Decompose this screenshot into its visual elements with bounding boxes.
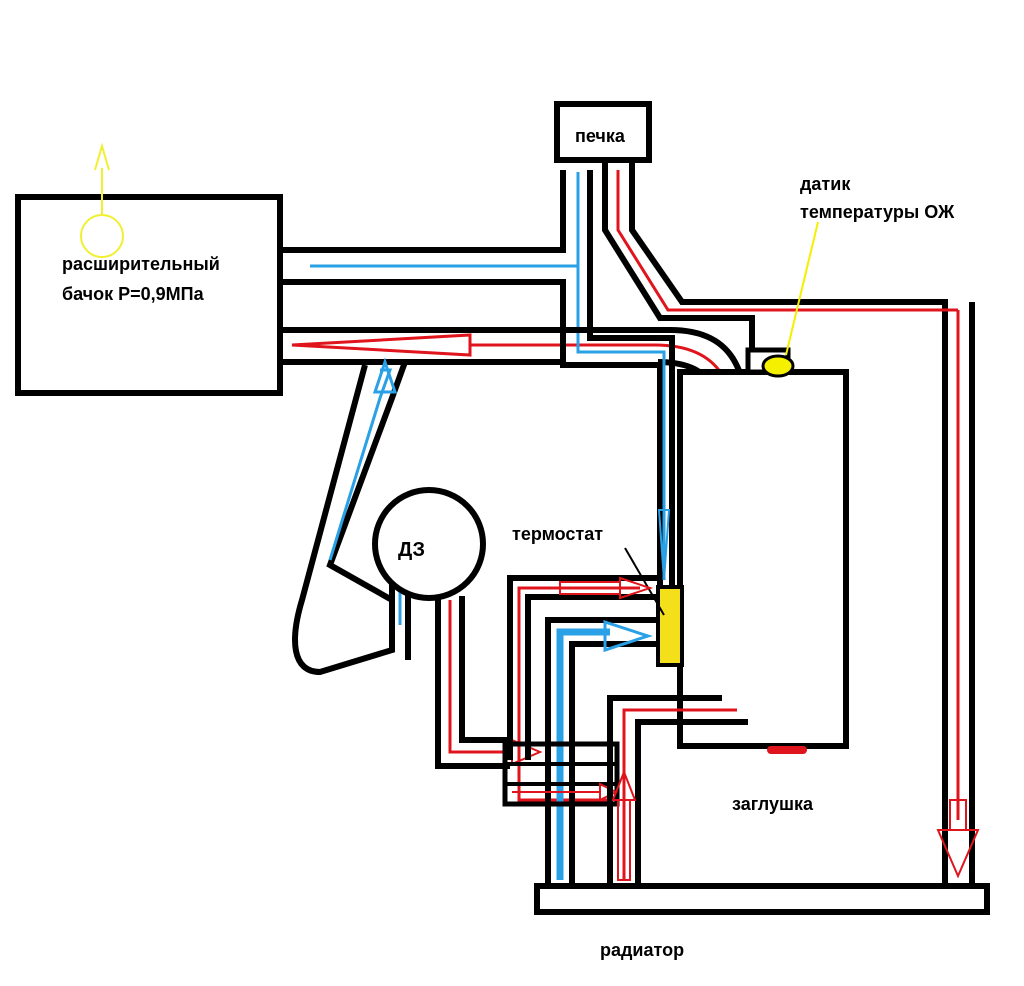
vent-arrow-icon: [80, 142, 124, 258]
engine-to-radiator-pipe: [607, 695, 748, 885]
engine-block: [677, 369, 849, 749]
heater-box: [554, 101, 652, 163]
temperature-sensor: [761, 354, 795, 378]
plug-label: заглушка: [732, 794, 814, 814]
radiator: [534, 883, 990, 915]
thermostat-pointer: [624, 547, 665, 616]
thermostat-hot-loop: [507, 575, 658, 802]
thermostat-label: термостат: [512, 524, 603, 544]
heater-label: печка: [575, 126, 626, 146]
thermostat-cold-feed: [545, 617, 658, 885]
tank-upper-pipe: [280, 170, 580, 340]
manifold: [502, 741, 620, 807]
tank-to-dz-loop: [292, 357, 410, 676]
dz-to-manifold-pipe: [435, 596, 543, 769]
dz-label: ДЗ: [398, 539, 425, 561]
radiator-label: радиатор: [600, 940, 684, 960]
heater-inlet-pipe: [560, 170, 675, 585]
dz-pump: [372, 487, 486, 601]
sensor-label: датик температуры ОЖ: [800, 174, 955, 222]
tank-label: расширительный бачок Р=0,9МПа: [62, 254, 225, 304]
thermostat: [656, 585, 684, 667]
drain-plug: [767, 746, 807, 754]
heater-outlet-pipe: [602, 162, 975, 885]
radiator-return-arrow: [936, 310, 980, 879]
expansion-tank: [15, 194, 283, 396]
sensor-pointer: [785, 221, 819, 356]
